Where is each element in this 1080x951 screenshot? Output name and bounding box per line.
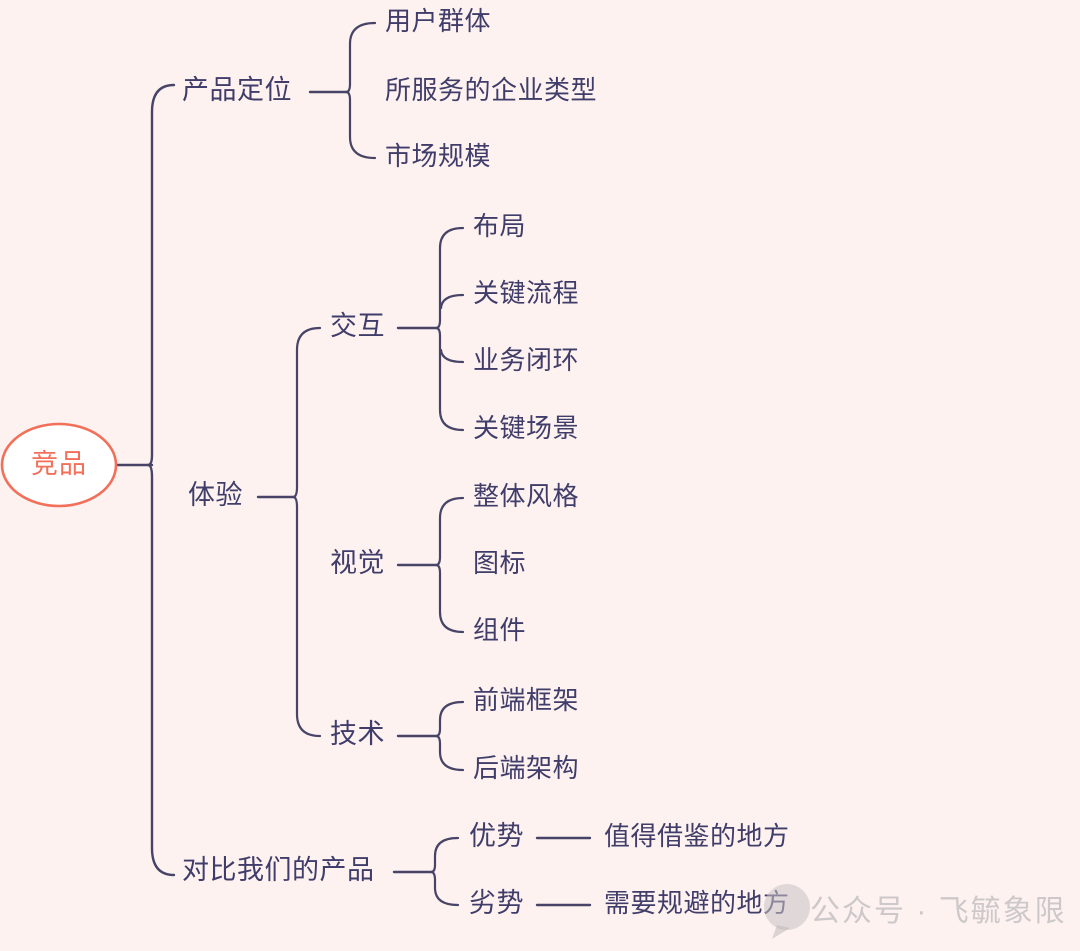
node-label-business-loop: 业务闭环 [473,345,579,375]
node-label-disadvantage: 劣势 [469,888,524,918]
branch-compare-our-product[interactable]: 对比我们的产品 优势 值得借鉴的地方 劣势 需要规避的地方 [182,821,790,918]
node-label-visual: 视觉 [330,548,385,578]
subbranch-disadvantage[interactable]: 劣势 需要规避的地方 [469,888,790,918]
bracket-visual [434,496,465,634]
leaf-served-enterprise-type[interactable]: 所服务的企业类型 [385,75,597,105]
bracket-interaction-mid-bottom [439,348,465,364]
subbranch-advantage[interactable]: 优势 值得借鉴的地方 [469,821,790,851]
node-label-key-flow: 关键流程 [473,278,579,308]
branch-experience[interactable]: 体验 交互 布局 关键流程 业务闭环 关键场景 视觉 整体风格 图标 组件 [188,211,579,783]
node-label-advantage: 优势 [469,821,524,851]
subbranch-technology[interactable]: 技术 前端框架 后端架构 [330,685,579,783]
watermark: 公众号 · 飞毓象限 [764,884,1067,939]
node-label-overall-style: 整体风格 [473,481,579,511]
node-label-served-enterprise-type: 所服务的企业类型 [385,75,597,105]
bracket-product-positioning [344,21,377,160]
node-label-market-size: 市场规模 [385,141,491,171]
speech-bubble-icon [764,884,810,930]
root-node-label: 竞品 [31,449,87,479]
leaf-market-size[interactable]: 市场规模 [385,141,491,171]
speech-bubble-tail-icon [772,925,790,939]
leaf-user-group[interactable]: 用户群体 [385,6,491,36]
branch-product-positioning[interactable]: 产品定位 用户群体 所服务的企业类型 市场规模 [182,6,597,171]
subbranch-visual[interactable]: 视觉 整体风格 图标 组件 [330,481,579,645]
root-node[interactable]: 竞品 [0,422,118,508]
node-label-key-scenario: 关键场景 [473,413,579,443]
node-label-frontend-framework: 前端框架 [473,685,579,715]
node-label-product-positioning: 产品定位 [182,75,292,105]
node-label-to-avoid: 需要规避的地方 [604,888,790,918]
node-label-user-group: 用户群体 [385,6,491,36]
subbranch-interaction[interactable]: 交互 布局 关键流程 业务闭环 关键场景 [330,211,579,443]
main-trunk-link [146,83,176,877]
node-label-technology: 技术 [330,719,385,749]
node-label-experience: 体验 [188,480,243,510]
node-label-worth-learning: 值得借鉴的地方 [604,821,790,851]
root-node-shape [0,422,118,508]
bracket-compare-our-product [429,836,460,907]
node-label-compare-our-product: 对比我们的产品 [182,855,375,885]
bracket-technology [434,700,465,772]
node-label-layout: 布局 [473,211,526,241]
bracket-interaction [434,226,465,432]
watermark-label: 公众号 · 飞毓象限 [810,895,1067,928]
node-label-backend-architecture: 后端架构 [473,753,579,783]
node-label-component: 组件 [473,615,526,645]
trunk-experience-children [291,326,322,738]
bracket-interaction-mid-top [439,293,465,310]
node-label-icon: 图标 [473,548,526,578]
node-label-interaction: 交互 [330,311,385,341]
root-connector-group [115,83,176,877]
